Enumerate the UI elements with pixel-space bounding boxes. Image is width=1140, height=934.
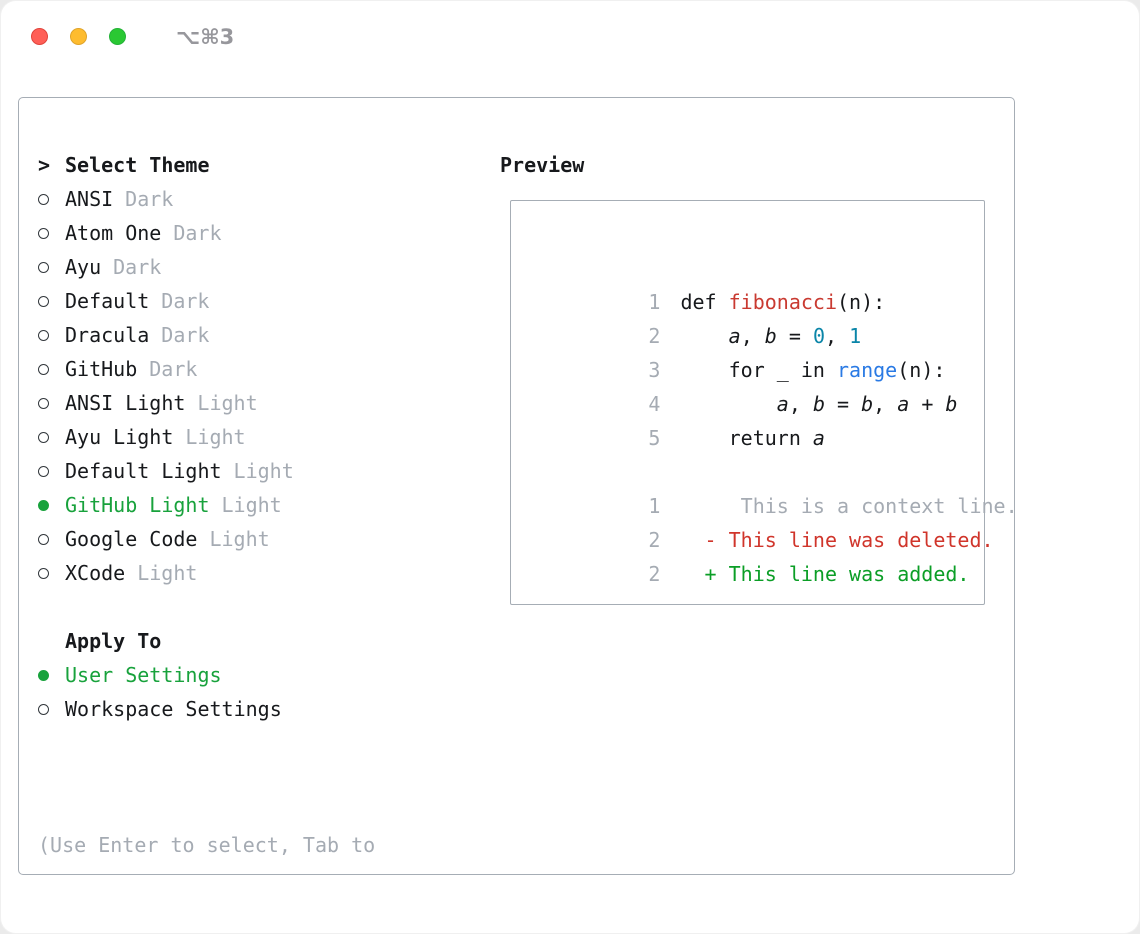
diff-added-line: 2 + This line was added. xyxy=(528,523,974,586)
titlebar: ⌥⌘3 xyxy=(0,0,1140,49)
line-number: 2 xyxy=(648,562,661,586)
line-number: 1 xyxy=(648,290,661,314)
theme-option-ayu-light[interactable]: Ayu Light Light xyxy=(38,420,500,454)
theme-option-github-light[interactable]: GitHub Light Light xyxy=(38,488,500,522)
minimize-button[interactable] xyxy=(70,28,87,45)
radio-selected-icon xyxy=(38,499,49,511)
line-number: 1 xyxy=(648,494,661,518)
line-number: 5 xyxy=(648,426,661,450)
cursor-marker: > xyxy=(38,153,51,177)
radio-icon xyxy=(38,465,49,477)
radio-icon xyxy=(38,397,49,409)
help-text: (Use Enter to select, Tab to change focu… xyxy=(38,760,500,934)
code-line: 2 a, b = 0, 1 xyxy=(528,285,974,348)
code-line: 3 for _ in range(n): xyxy=(528,319,974,382)
radio-icon xyxy=(38,261,49,273)
code-line: 4 a, b = b, a + b xyxy=(528,353,974,416)
radio-selected-icon xyxy=(38,669,49,681)
window-shortcut-label: ⌥⌘3 xyxy=(176,24,235,49)
radio-icon xyxy=(38,567,49,579)
radio-icon xyxy=(38,431,49,443)
apply-option-user-settings[interactable]: User Settings xyxy=(38,658,500,692)
theme-option-ansi-light[interactable]: ANSI Light Light xyxy=(38,386,500,420)
theme-picker-panel: > Select Theme ANSI Dark Atom One Dark A… xyxy=(18,97,1018,875)
apply-to-header: Apply To xyxy=(65,629,162,653)
radio-icon xyxy=(38,703,49,715)
radio-icon xyxy=(38,363,49,375)
theme-option-default-light[interactable]: Default Light Light xyxy=(38,454,500,488)
radio-icon xyxy=(38,193,49,205)
select-theme-title: Select Theme xyxy=(65,153,210,177)
radio-icon xyxy=(38,227,49,239)
help-line-2: change focus) xyxy=(38,930,500,934)
theme-option-google-code[interactable]: Google Code Light xyxy=(38,522,500,556)
diff-deleted-line: 2 - This line was deleted. xyxy=(528,489,993,552)
theme-option-ansi-dark[interactable]: ANSI Dark xyxy=(38,182,500,216)
diff-context-line: 1 This is a context line. xyxy=(528,455,1017,518)
code-line: 5 return a xyxy=(528,387,974,450)
line-number: 4 xyxy=(648,392,661,416)
line-number: 3 xyxy=(648,358,661,382)
preview-title: Preview xyxy=(500,153,585,177)
theme-option-dracula-dark[interactable]: Dracula Dark xyxy=(38,318,500,352)
line-number: 2 xyxy=(648,528,661,552)
radio-icon xyxy=(38,329,49,341)
theme-selector: > Select Theme ANSI Dark Atom One Dark A… xyxy=(38,148,500,874)
apply-option-workspace-settings[interactable]: Workspace Settings xyxy=(38,692,500,726)
close-button[interactable] xyxy=(31,28,48,45)
select-theme-header: > Select Theme xyxy=(38,148,500,182)
theme-option-ayu-dark[interactable]: Ayu Dark xyxy=(38,250,500,284)
theme-option-atom-one-dark[interactable]: Atom One Dark xyxy=(38,216,500,250)
line-number: 2 xyxy=(648,324,661,348)
help-line-1: (Use Enter to select, Tab to xyxy=(38,833,376,857)
radio-icon xyxy=(38,295,49,307)
theme-option-default-dark[interactable]: Default Dark xyxy=(38,284,500,318)
theme-option-xcode[interactable]: XCode Light xyxy=(38,556,500,590)
theme-option-github-dark[interactable]: GitHub Dark xyxy=(38,352,500,386)
radio-icon xyxy=(38,533,49,545)
zoom-button[interactable] xyxy=(109,28,126,45)
